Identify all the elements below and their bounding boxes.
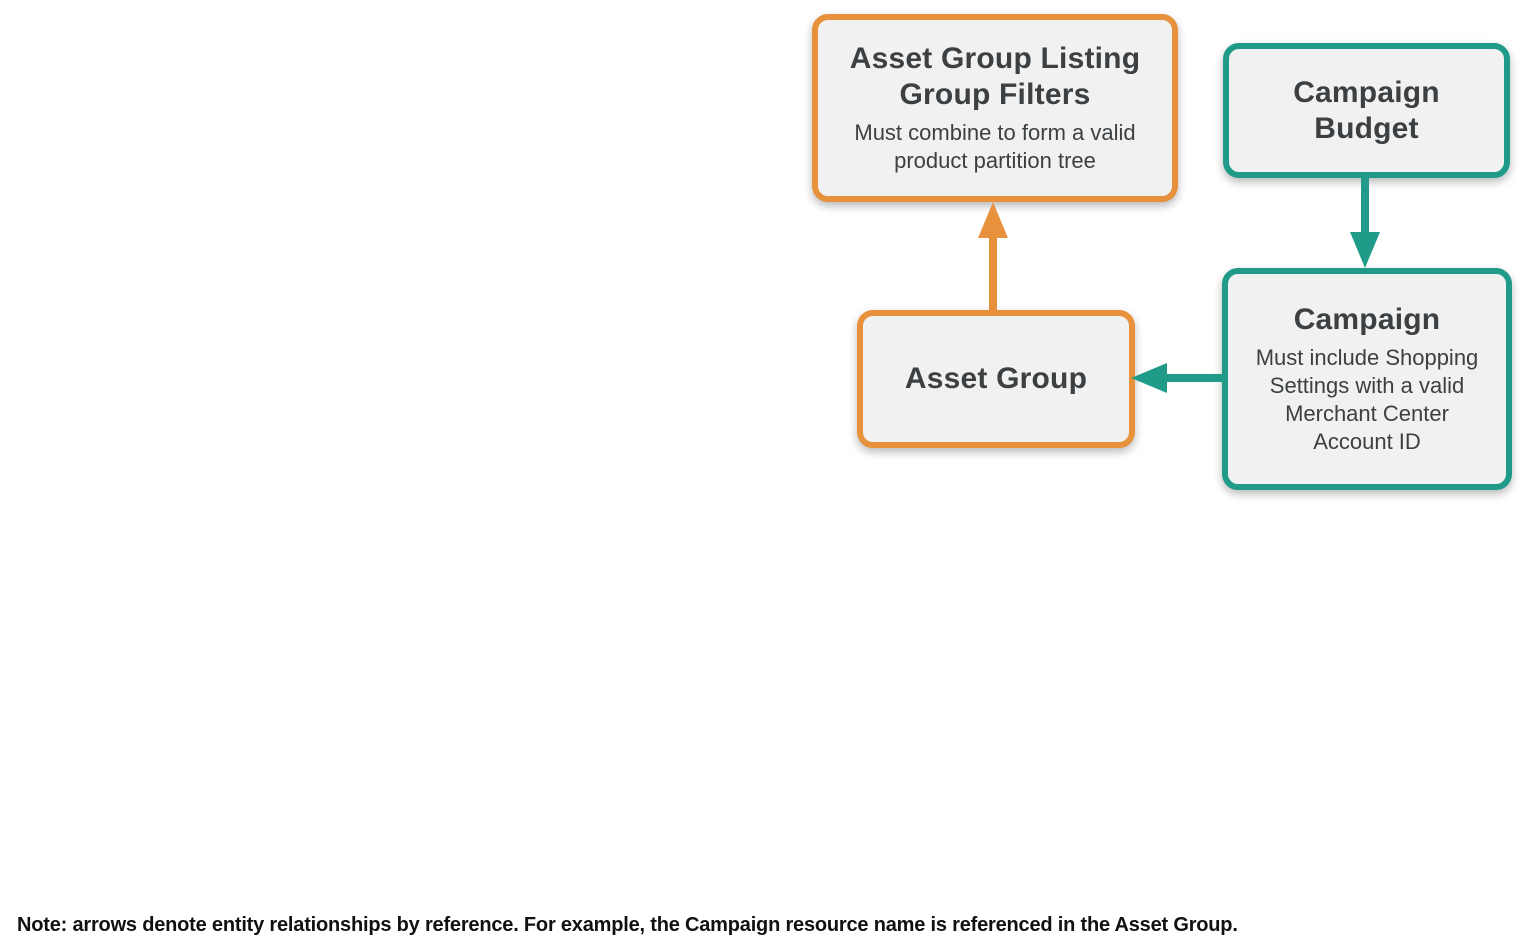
node-title: Asset Group Listing Group Filters <box>849 42 1141 111</box>
arrow-up-icon <box>978 202 1008 238</box>
node-subtitle: Must include Shopping Settings with a va… <box>1255 345 1479 454</box>
arrow-campaign-budget-to-campaign-shaft <box>1361 176 1369 236</box>
arrow-asset-group-to-listing-filters-shaft <box>989 234 997 310</box>
arrow-campaign-to-asset-group-shaft <box>1164 374 1222 382</box>
arrow-left-icon <box>1131 363 1167 393</box>
node-title: Campaign <box>1293 303 1441 336</box>
node-campaign: Campaign Must include Shopping Settings … <box>1222 268 1512 490</box>
node-title: Campaign Budget <box>1293 75 1440 145</box>
node-title: Asset Group <box>904 362 1088 395</box>
node-subtitle: Must combine to form a valid product par… <box>854 120 1136 173</box>
node-asset-group: Asset Group <box>857 310 1135 448</box>
node-asset-group-listing-group-filters: Asset Group Listing Group Filters Must c… <box>812 14 1178 202</box>
footnote: Note: arrows denote entity relationships… <box>17 914 1238 936</box>
arrow-down-icon <box>1350 232 1380 268</box>
node-campaign-budget: Campaign Budget <box>1223 43 1510 178</box>
